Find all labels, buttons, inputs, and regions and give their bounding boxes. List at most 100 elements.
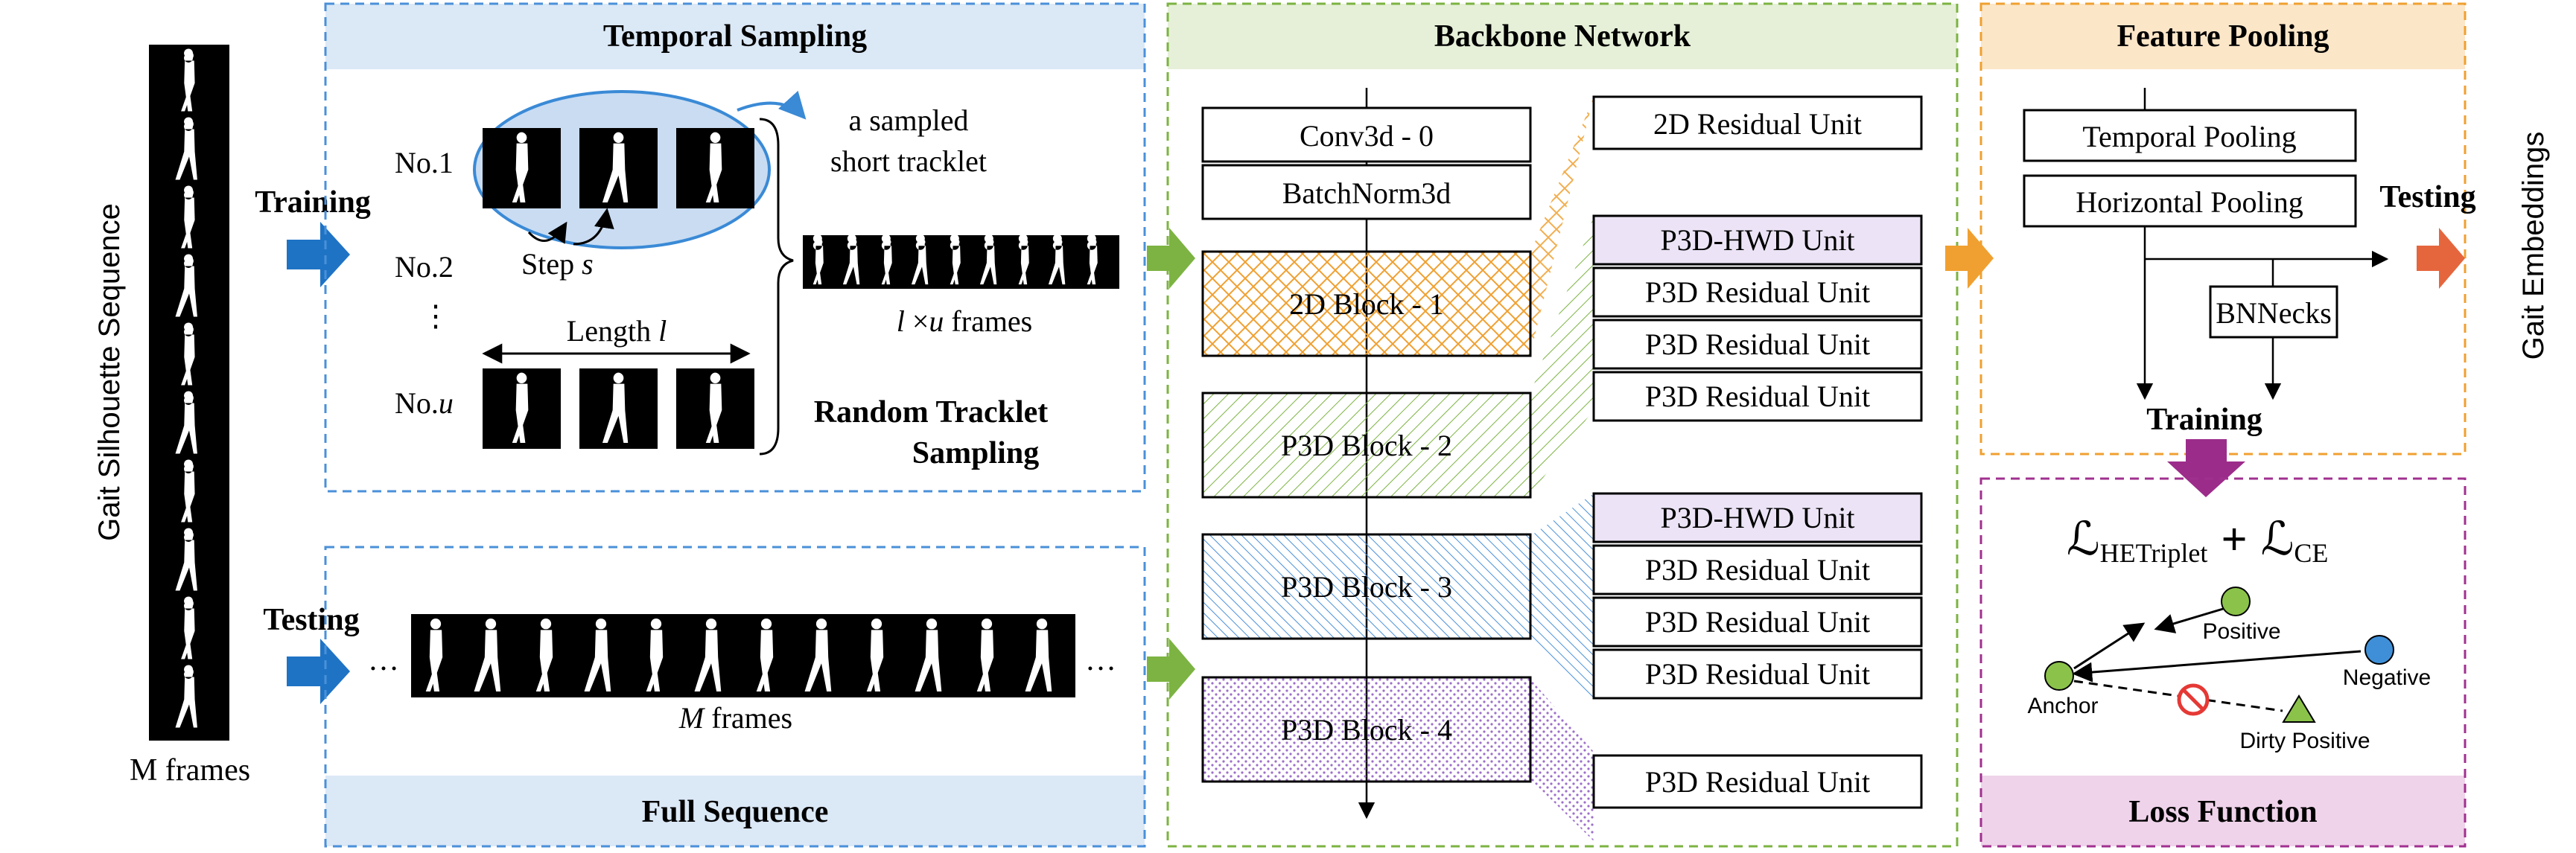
- silhouette-head: [926, 619, 938, 630]
- callout-line2: short tracklet: [830, 144, 987, 178]
- row-label-u: No.u: [395, 386, 454, 420]
- silhouette-head: [185, 51, 194, 60]
- row-label-2: No.2: [395, 250, 454, 284]
- feature-pooling-panel: Feature Pooling Temporal Pooling Horizon…: [1979, 2, 2476, 456]
- bnnecks-label: BNNecks: [2216, 296, 2332, 330]
- temporal-sampling-title: Temporal Sampling: [603, 19, 867, 54]
- unit-g4-res-label: P3D Residual Unit: [1645, 765, 1870, 799]
- silhouette-head: [987, 238, 994, 246]
- anchor-to-negative: [2072, 650, 2362, 683]
- testing-arrow-label: Testing: [263, 603, 359, 637]
- silhouette-head: [185, 325, 194, 334]
- unit-g2-res-2: [1592, 319, 1923, 370]
- silhouette-figure: [181, 185, 195, 249]
- temporal-pooling-label: Temporal Pooling: [2082, 120, 2296, 153]
- silhouette-head: [516, 132, 527, 143]
- negative-label: Negative: [2343, 665, 2431, 690]
- conv3d-box: [1201, 106, 1532, 163]
- silhouette-head: [953, 238, 960, 246]
- step-arc-2: [573, 208, 614, 246]
- silhouette-figure: [950, 234, 961, 285]
- silhouette-figure: [175, 665, 197, 728]
- unit-2d-residual: [1592, 95, 1923, 150]
- silhouette-figure: [976, 619, 994, 691]
- full-seq-ellipsis-left: …: [368, 643, 399, 677]
- silhouette-figure: [881, 234, 892, 285]
- silhouette-head: [710, 372, 721, 383]
- training-arrow: [287, 222, 350, 287]
- horizontal-pooling-box: [2023, 174, 2357, 228]
- silhouette-head: [185, 119, 194, 129]
- unit-g3-res-2-label: P3D Residual Unit: [1645, 605, 1870, 639]
- full-sequence-figures: [425, 619, 1052, 691]
- callout-arrow: [737, 90, 807, 120]
- silhouette-figure: [425, 619, 443, 691]
- silhouette-head: [1021, 238, 1028, 246]
- silhouette-head: [705, 619, 717, 630]
- silhouette-figure: [181, 322, 195, 386]
- silhouette-figure: [705, 372, 722, 444]
- silhouette-head: [1090, 238, 1097, 246]
- loss-panel: Loss Function ℒHETriplet+ℒCE Positive Ne…: [1979, 477, 2467, 848]
- callout-line1: a sampled: [848, 103, 968, 137]
- backbone-title: Backbone Network: [1434, 19, 1691, 54]
- block-4-label: P3D Block - 4: [1281, 713, 1452, 747]
- silhouette-figure: [181, 48, 195, 112]
- silhouette-head: [1055, 238, 1063, 246]
- silhouette-figure: [812, 234, 824, 285]
- dirty-positive-label: Dirty Positive: [2239, 729, 2370, 753]
- full-sequence-strip: [411, 614, 1075, 697]
- silhouette-figure: [705, 132, 722, 203]
- fanout-1: [1530, 97, 1594, 354]
- feature-pooling-title: Feature Pooling: [2117, 19, 2329, 54]
- orange-arrow: [1945, 228, 1994, 289]
- silhouette-figure: [1048, 234, 1066, 285]
- fanout-2: [1530, 216, 1594, 495]
- green-arrow-bottom: [1147, 639, 1195, 700]
- testing-arrow: [287, 639, 350, 704]
- conv3d-label: Conv3d - 0: [1300, 119, 1434, 153]
- unit-g2-res-3-label: P3D Residual Unit: [1645, 380, 1870, 413]
- unit-g2-res-3: [1592, 371, 1923, 422]
- positive-node: [2221, 587, 2251, 616]
- silhouette-head: [516, 372, 527, 383]
- silhouette-head: [185, 530, 194, 540]
- batchnorm-label: BatchNorm3d: [1282, 176, 1451, 210]
- silhouette-head: [540, 619, 552, 630]
- silhouette-head: [650, 619, 662, 630]
- silhouette-head: [613, 132, 624, 143]
- silhouette-head: [760, 619, 772, 630]
- unit-g3-res-1-label: P3D Residual Unit: [1645, 553, 1870, 587]
- temporal-pooling-box: [2023, 109, 2357, 162]
- silhouette-head: [981, 619, 993, 630]
- row-label-1: No.1: [395, 146, 454, 179]
- fp-training-label: Training: [2146, 403, 2262, 437]
- block-2: [1201, 392, 1532, 499]
- block-1: [1201, 250, 1532, 357]
- silhouette-head: [595, 619, 607, 630]
- grouping-brace: [759, 118, 794, 456]
- silhouette-figures: [175, 48, 197, 728]
- block-3: [1201, 533, 1532, 640]
- loss-formula: ℒHETriplet+ℒCE: [2067, 514, 2328, 568]
- method-line2: Sampling: [912, 436, 1039, 470]
- silhouette-head: [185, 256, 194, 266]
- silhouette-figure: [866, 619, 884, 691]
- loss-title: Loss Function: [2128, 795, 2317, 829]
- silhouette-figure: [175, 391, 197, 454]
- unit-g2-hwd: [1592, 214, 1923, 266]
- silhouette-figure: [915, 619, 942, 691]
- silhouette-head: [185, 461, 194, 471]
- unit-g4-res: [1592, 754, 1923, 809]
- silhouette-head: [185, 188, 194, 197]
- tracklet-frames-row-1: [483, 128, 754, 208]
- unit-g3-res-1: [1592, 544, 1923, 595]
- full-seq-frames-label: M frames: [678, 701, 792, 735]
- testing-output-arrow: [2417, 228, 2465, 289]
- positive-label: Positive: [2202, 619, 2280, 644]
- silhouette-head: [871, 619, 882, 630]
- concat-frames-label: l ×u frames: [897, 304, 1033, 338]
- silhouette-head: [815, 238, 823, 246]
- silhouette-figure: [175, 117, 197, 180]
- unit-g3-hwd-label: P3D-HWD Unit: [1660, 501, 1854, 534]
